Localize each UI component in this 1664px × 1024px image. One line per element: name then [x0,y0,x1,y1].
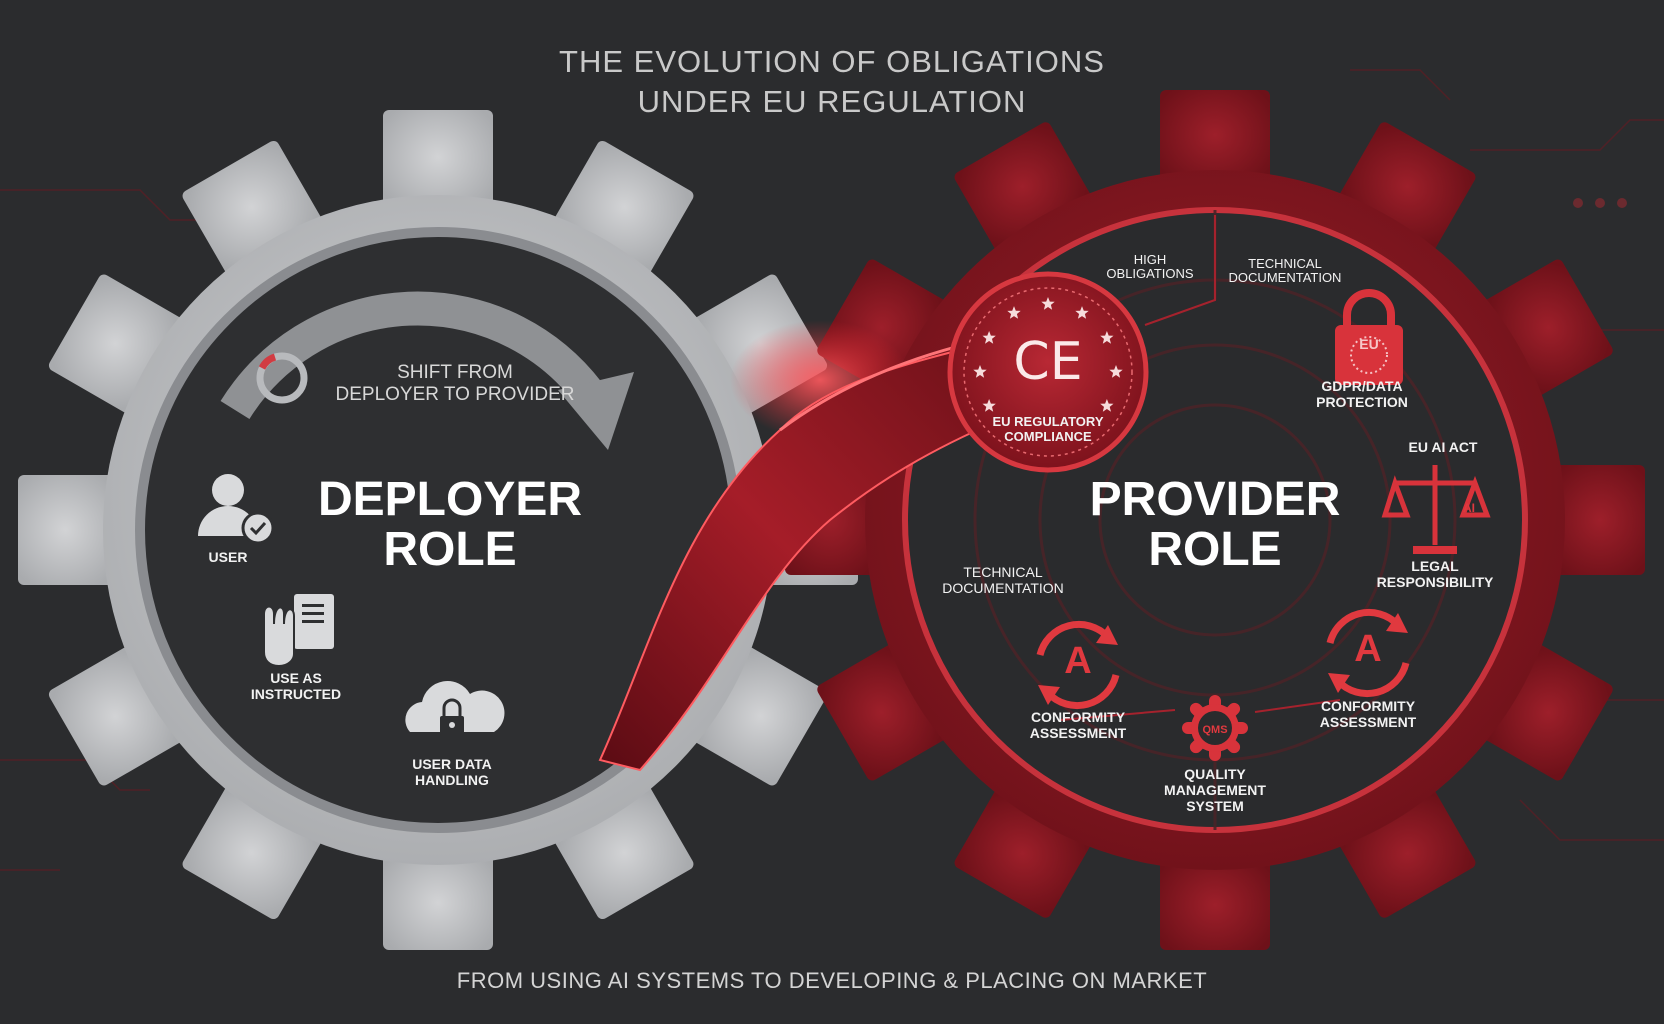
ce-badge [947,271,1149,473]
legal-line-2: RESPONSIBILITY [1376,574,1494,590]
eu-star-icon [973,365,987,378]
qms-line-1: QUALITY [1184,766,1246,782]
hand-document-icon [263,594,334,668]
eu-star-icon [1007,306,1021,319]
tech-doc-left-line-2: DOCUMENTATION [942,580,1064,596]
tech-doc-left-line-1: TECHNICAL [963,564,1043,580]
eu-star-icon [1075,306,1089,319]
shift-arrow-head [558,372,634,450]
conformity-left-line-1: CONFORMITY [1030,709,1126,725]
conformity-left-line-2: ASSESSMENT [1029,725,1127,741]
qms-gear-icon [1182,695,1248,761]
eu-star-icon [982,399,996,412]
conformity-right-glyph: A [1354,628,1382,670]
gear-tooth [1545,465,1645,575]
gdpr-line-1: GDPR/DATA [1321,378,1403,394]
title-line-2: UNDER EU REGULATION [637,84,1027,119]
ce-label-line-1: EU REGULATORY [992,414,1104,429]
ce-mark: CE [1013,332,1083,392]
eu-star-icon [1041,297,1055,310]
progress-ring-icon [256,352,308,404]
circuit-dots [1573,198,1627,208]
high-obligations-line-2: OBLIGATIONS [1106,266,1194,281]
scales-icon [1381,465,1491,554]
user-label: USER [208,549,248,565]
conformity-left-glyph: A [1064,640,1092,682]
eu-star-icon [1109,365,1123,378]
qms-line-3: SYSTEM [1186,798,1244,814]
cloud-lock-icon [405,681,505,736]
gear-tooth [18,475,123,585]
eu-badge: EU [1359,336,1379,352]
title-line-1: THE EVOLUTION OF OBLIGATIONS [559,44,1105,79]
legal-line-1: LEGAL [1411,558,1459,574]
gdpr-line-2: PROTECTION [1316,394,1408,410]
deployer-role-line-2: ROLE [383,523,517,576]
footer-caption: FROM USING AI SYSTEMS TO DEVELOPING & PL… [456,968,1208,993]
tech-doc-top-line-2: DOCUMENTATION [1228,270,1342,285]
red-connector-lines [1059,215,1341,721]
gear-tooth [1160,850,1270,950]
user-data-handling-label-2: HANDLING [415,772,489,788]
provider-role-line-1: PROVIDER [1089,473,1341,526]
eu-star-icon [1100,331,1114,344]
shift-label-line-1: SHIFT FROM [397,362,513,383]
use-as-instructed-label-2: INSTRUCTED [250,686,342,702]
gear-tooth [1160,90,1270,190]
lock-eu-icon [1335,289,1403,385]
eu-star-icon [982,331,996,344]
use-as-instructed-label-1: USE AS [270,670,322,686]
deployer-role-line-1: DEPLOYER [317,473,583,526]
qms-line-2: MANAGEMENT [1164,782,1266,798]
provider-role-line-2: ROLE [1148,523,1282,576]
user-data-handling-label-1: USER DATA [412,756,492,772]
gear-tooth [383,110,493,215]
conformity-left-icon [1036,620,1120,710]
eu-ai-act-label: EU AI ACT [1408,439,1478,455]
qms-badge: QMS [1202,724,1228,736]
ce-label-line-2: COMPLIANCE [1004,429,1092,444]
tech-doc-top-line-1: TECHNICAL [1248,256,1322,271]
conformity-right-line-1: CONFORMITY [1320,698,1416,714]
high-obligations-line-1: HIGH [1133,252,1167,267]
gear-tooth [383,845,493,950]
scale-ai-badge: AI [1463,501,1475,515]
user-check-icon [198,474,275,545]
conformity-right-icon [1326,608,1410,698]
eu-star-icon [1100,399,1114,412]
shift-label-line-2: DEPLOYER TO PROVIDER [335,384,575,405]
conformity-right-line-2: ASSESSMENT [1319,714,1417,730]
